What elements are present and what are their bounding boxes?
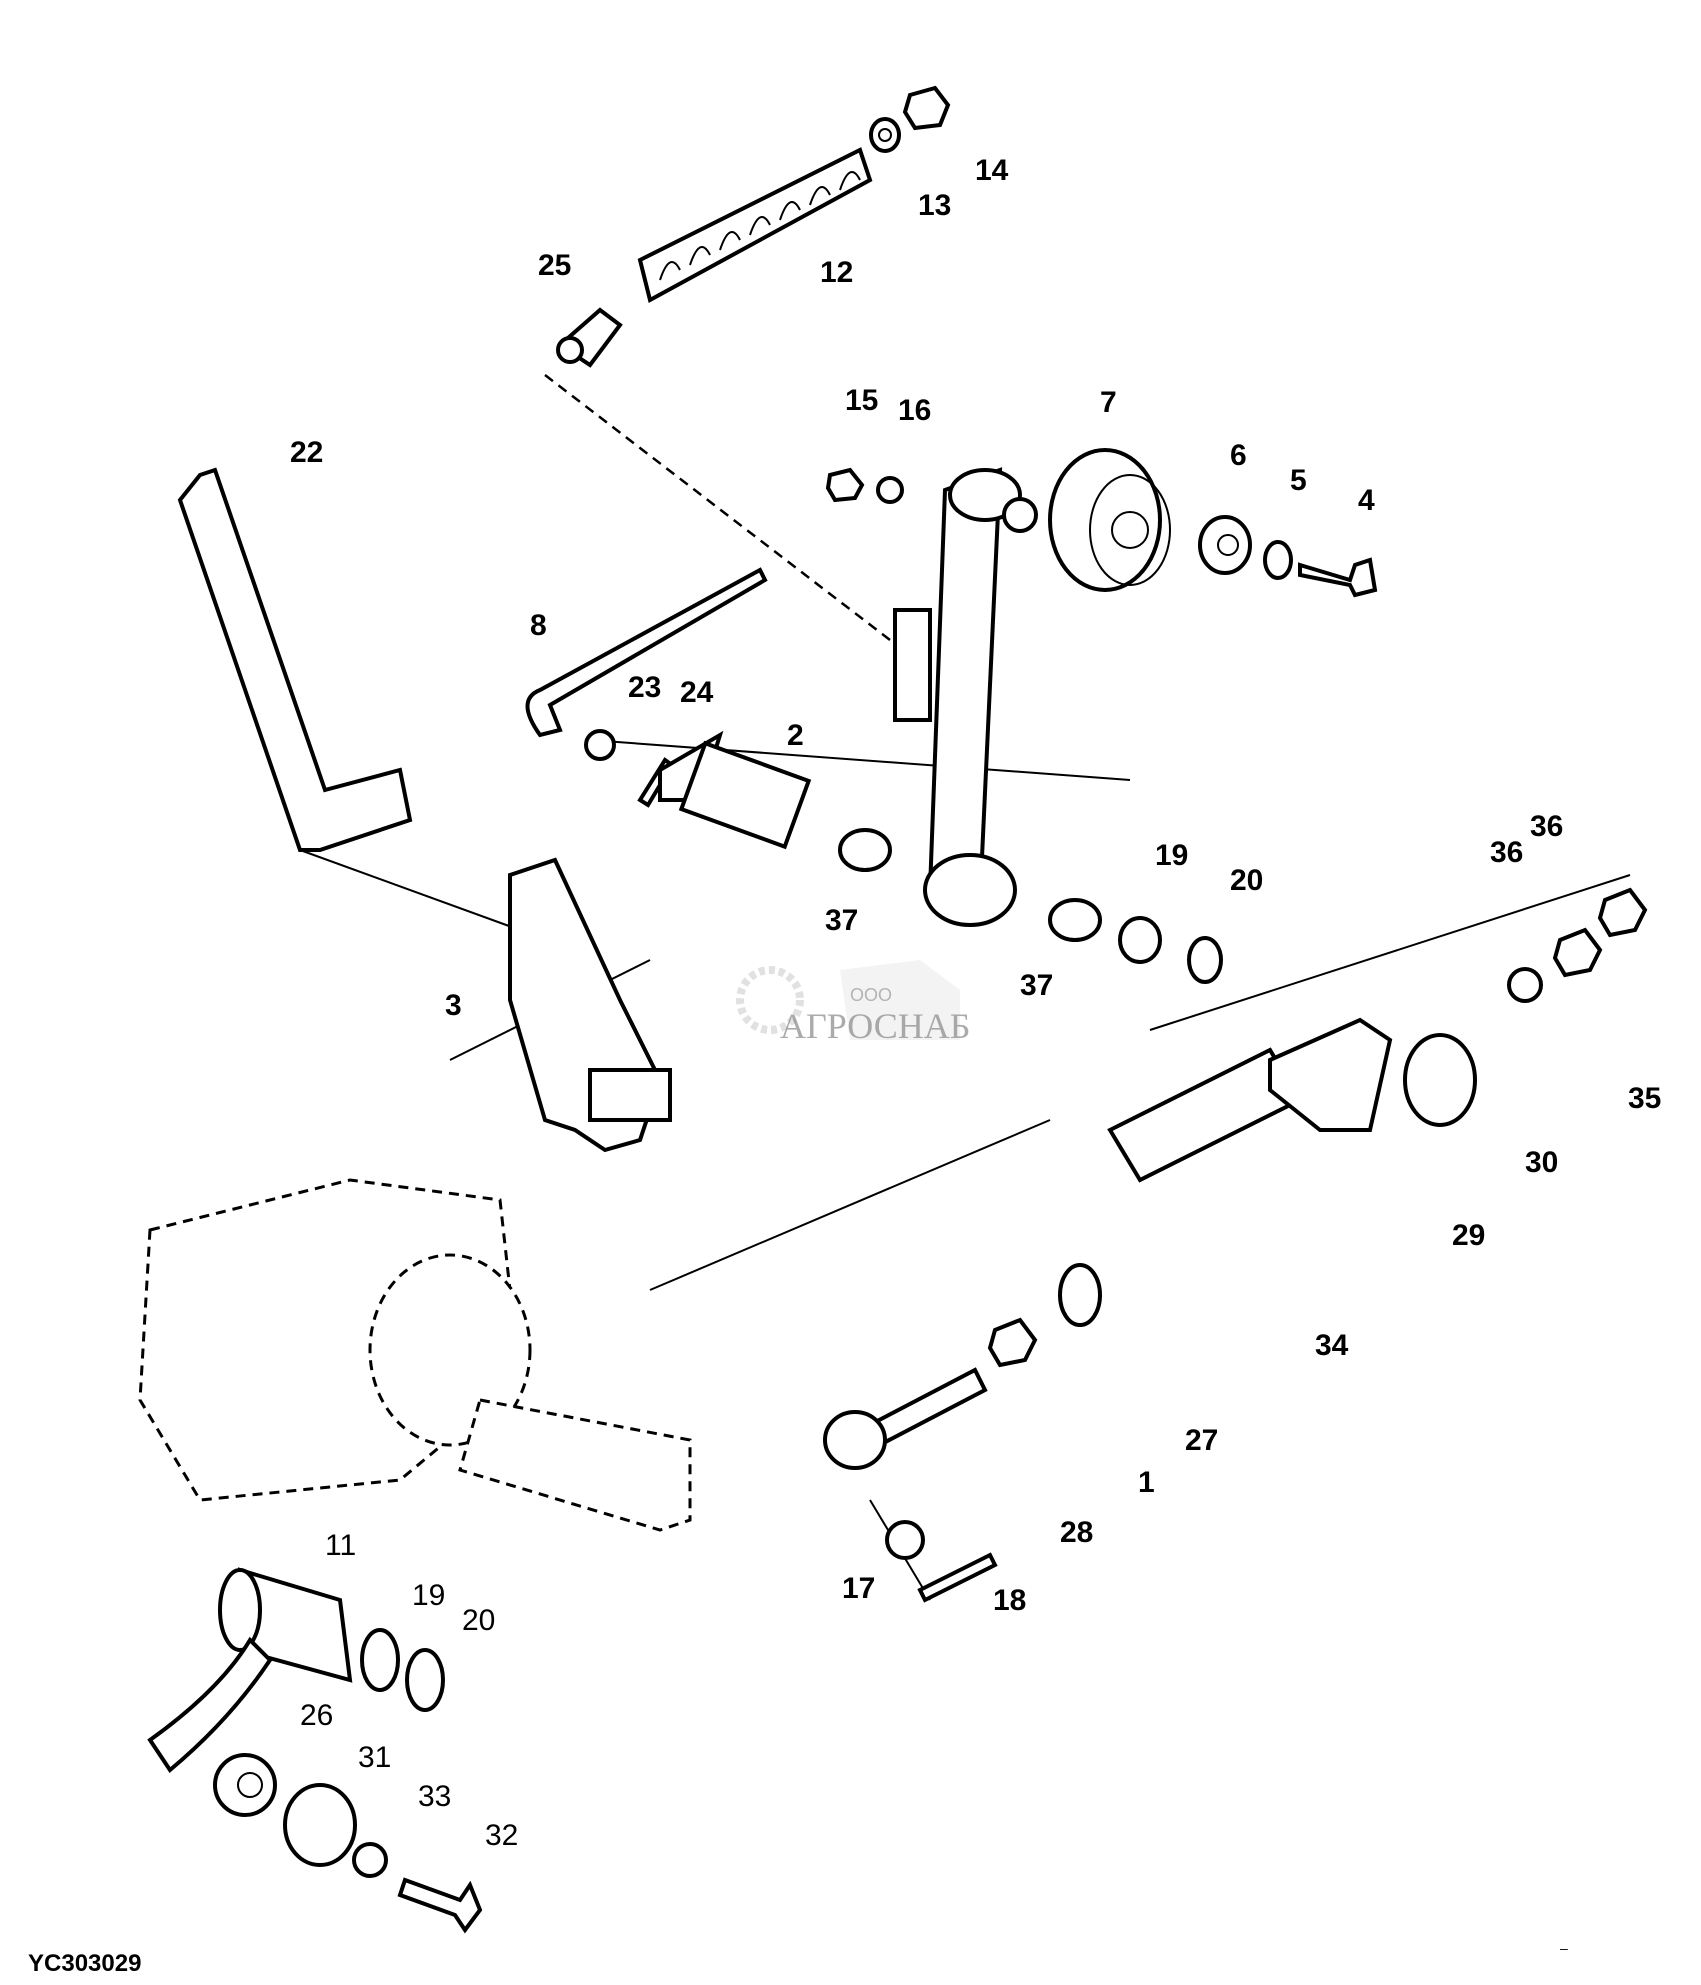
callout-19: 19: [1155, 839, 1188, 872]
bushing-37b: [1048, 898, 1102, 942]
washer-35: [1507, 967, 1543, 1003]
callout-20: 20: [1230, 864, 1263, 897]
combine-harvester-icon: [840, 960, 960, 1040]
callout-35: 35: [1628, 1082, 1661, 1115]
cotter-pin-18: [917, 1552, 998, 1603]
callout-8: 8: [530, 609, 547, 642]
bearing-6: [1198, 515, 1252, 575]
bolt-4: [1298, 557, 1378, 598]
idler-arm: [893, 467, 1038, 927]
nut-1: [987, 1317, 1038, 1368]
callout-37b: 37: [1020, 969, 1053, 1002]
callout-36a: 36: [1490, 836, 1523, 869]
frame-outline: [138, 1178, 692, 1532]
callout-1: 1: [1138, 1466, 1155, 1499]
callout-22: 22: [290, 436, 323, 469]
washer-19: [1118, 916, 1162, 964]
end-cap-25: [556, 307, 623, 368]
callout-18: 18: [993, 1584, 1026, 1617]
callout-14: 14: [975, 154, 1009, 187]
nut-15: [825, 467, 865, 503]
callout-4: 4: [1358, 484, 1375, 517]
callout-31: 31: [358, 1741, 391, 1774]
watermark-text: АГРОСНАБ: [780, 1006, 971, 1046]
callout-28: 28: [1060, 1516, 1093, 1549]
washer-16: [876, 476, 904, 504]
callout-29: 29: [1452, 1219, 1485, 1252]
callout-17: 17: [842, 1572, 875, 1605]
corner-mark: –: [1560, 1940, 1568, 1956]
callout-25: 25: [538, 249, 571, 282]
bolt-32: [397, 1877, 483, 1934]
nut-36a: [1552, 927, 1603, 978]
callout-labels: 1 2 3 4 5 6 7 8 11 12 13 14 15 16 17 18 …: [290, 154, 1661, 1852]
washer-13: [869, 117, 901, 153]
bracket-3: [508, 857, 672, 1153]
callout-7: 7: [1100, 386, 1117, 419]
callout-23: 23: [628, 671, 661, 704]
idler-31: [283, 1783, 357, 1867]
callout-5: 5: [1290, 464, 1307, 497]
washer-23: [584, 729, 616, 761]
callout-32: 32: [485, 1819, 518, 1852]
washer-27: [1058, 1263, 1102, 1327]
bushing-30: [1403, 1033, 1477, 1127]
callout-24: 24: [680, 676, 714, 709]
callout-27: 27: [1185, 1424, 1218, 1457]
washer-33: [352, 1842, 388, 1878]
washer-17: [885, 1520, 925, 1560]
callout-12: 12: [820, 256, 853, 289]
bracket-29: [1268, 1017, 1393, 1132]
snap-ring-20b: [405, 1648, 445, 1712]
callout-34: 34: [1315, 1329, 1349, 1362]
watermark-prefix: ООО: [850, 985, 893, 1005]
washer-19b: [360, 1628, 400, 1692]
shaft-11: [218, 1567, 353, 1683]
eyebolt-28: [823, 1367, 988, 1470]
snap-ring-5: [1263, 540, 1293, 580]
callout-19b: 19: [412, 1579, 445, 1612]
snap-ring-20: [1187, 936, 1223, 984]
watermark-logo: [736, 960, 960, 1040]
figure-id: YC303029: [28, 1950, 142, 1977]
gear-icon: [736, 966, 804, 1034]
callout-3: 3: [445, 989, 462, 1022]
spring-12: [637, 147, 873, 303]
callout-15: 15: [845, 384, 878, 417]
callout-30: 30: [1525, 1146, 1558, 1179]
pulley-7: [1048, 448, 1171, 592]
callout-6: 6: [1230, 439, 1247, 472]
callout-37a: 37: [825, 904, 858, 937]
callout-20b: 20: [462, 1604, 495, 1637]
nut-36b: [1597, 887, 1648, 938]
callout-26: 26: [300, 1699, 333, 1732]
rod-8: [525, 567, 768, 738]
arm-lower: [147, 1636, 273, 1773]
callout-11: 11: [325, 1529, 356, 1562]
bushing-37a: [838, 828, 892, 872]
pivot-2: [658, 730, 812, 850]
callout-16: 16: [898, 394, 931, 427]
callout-33: 33: [418, 1780, 451, 1813]
bracket-22: [177, 467, 413, 852]
sprocket-26: [213, 1753, 277, 1817]
callout-13: 13: [918, 189, 951, 222]
callout-2: 2: [787, 719, 804, 752]
nut-14: [902, 85, 951, 131]
callout-36b: 36: [1530, 810, 1563, 843]
